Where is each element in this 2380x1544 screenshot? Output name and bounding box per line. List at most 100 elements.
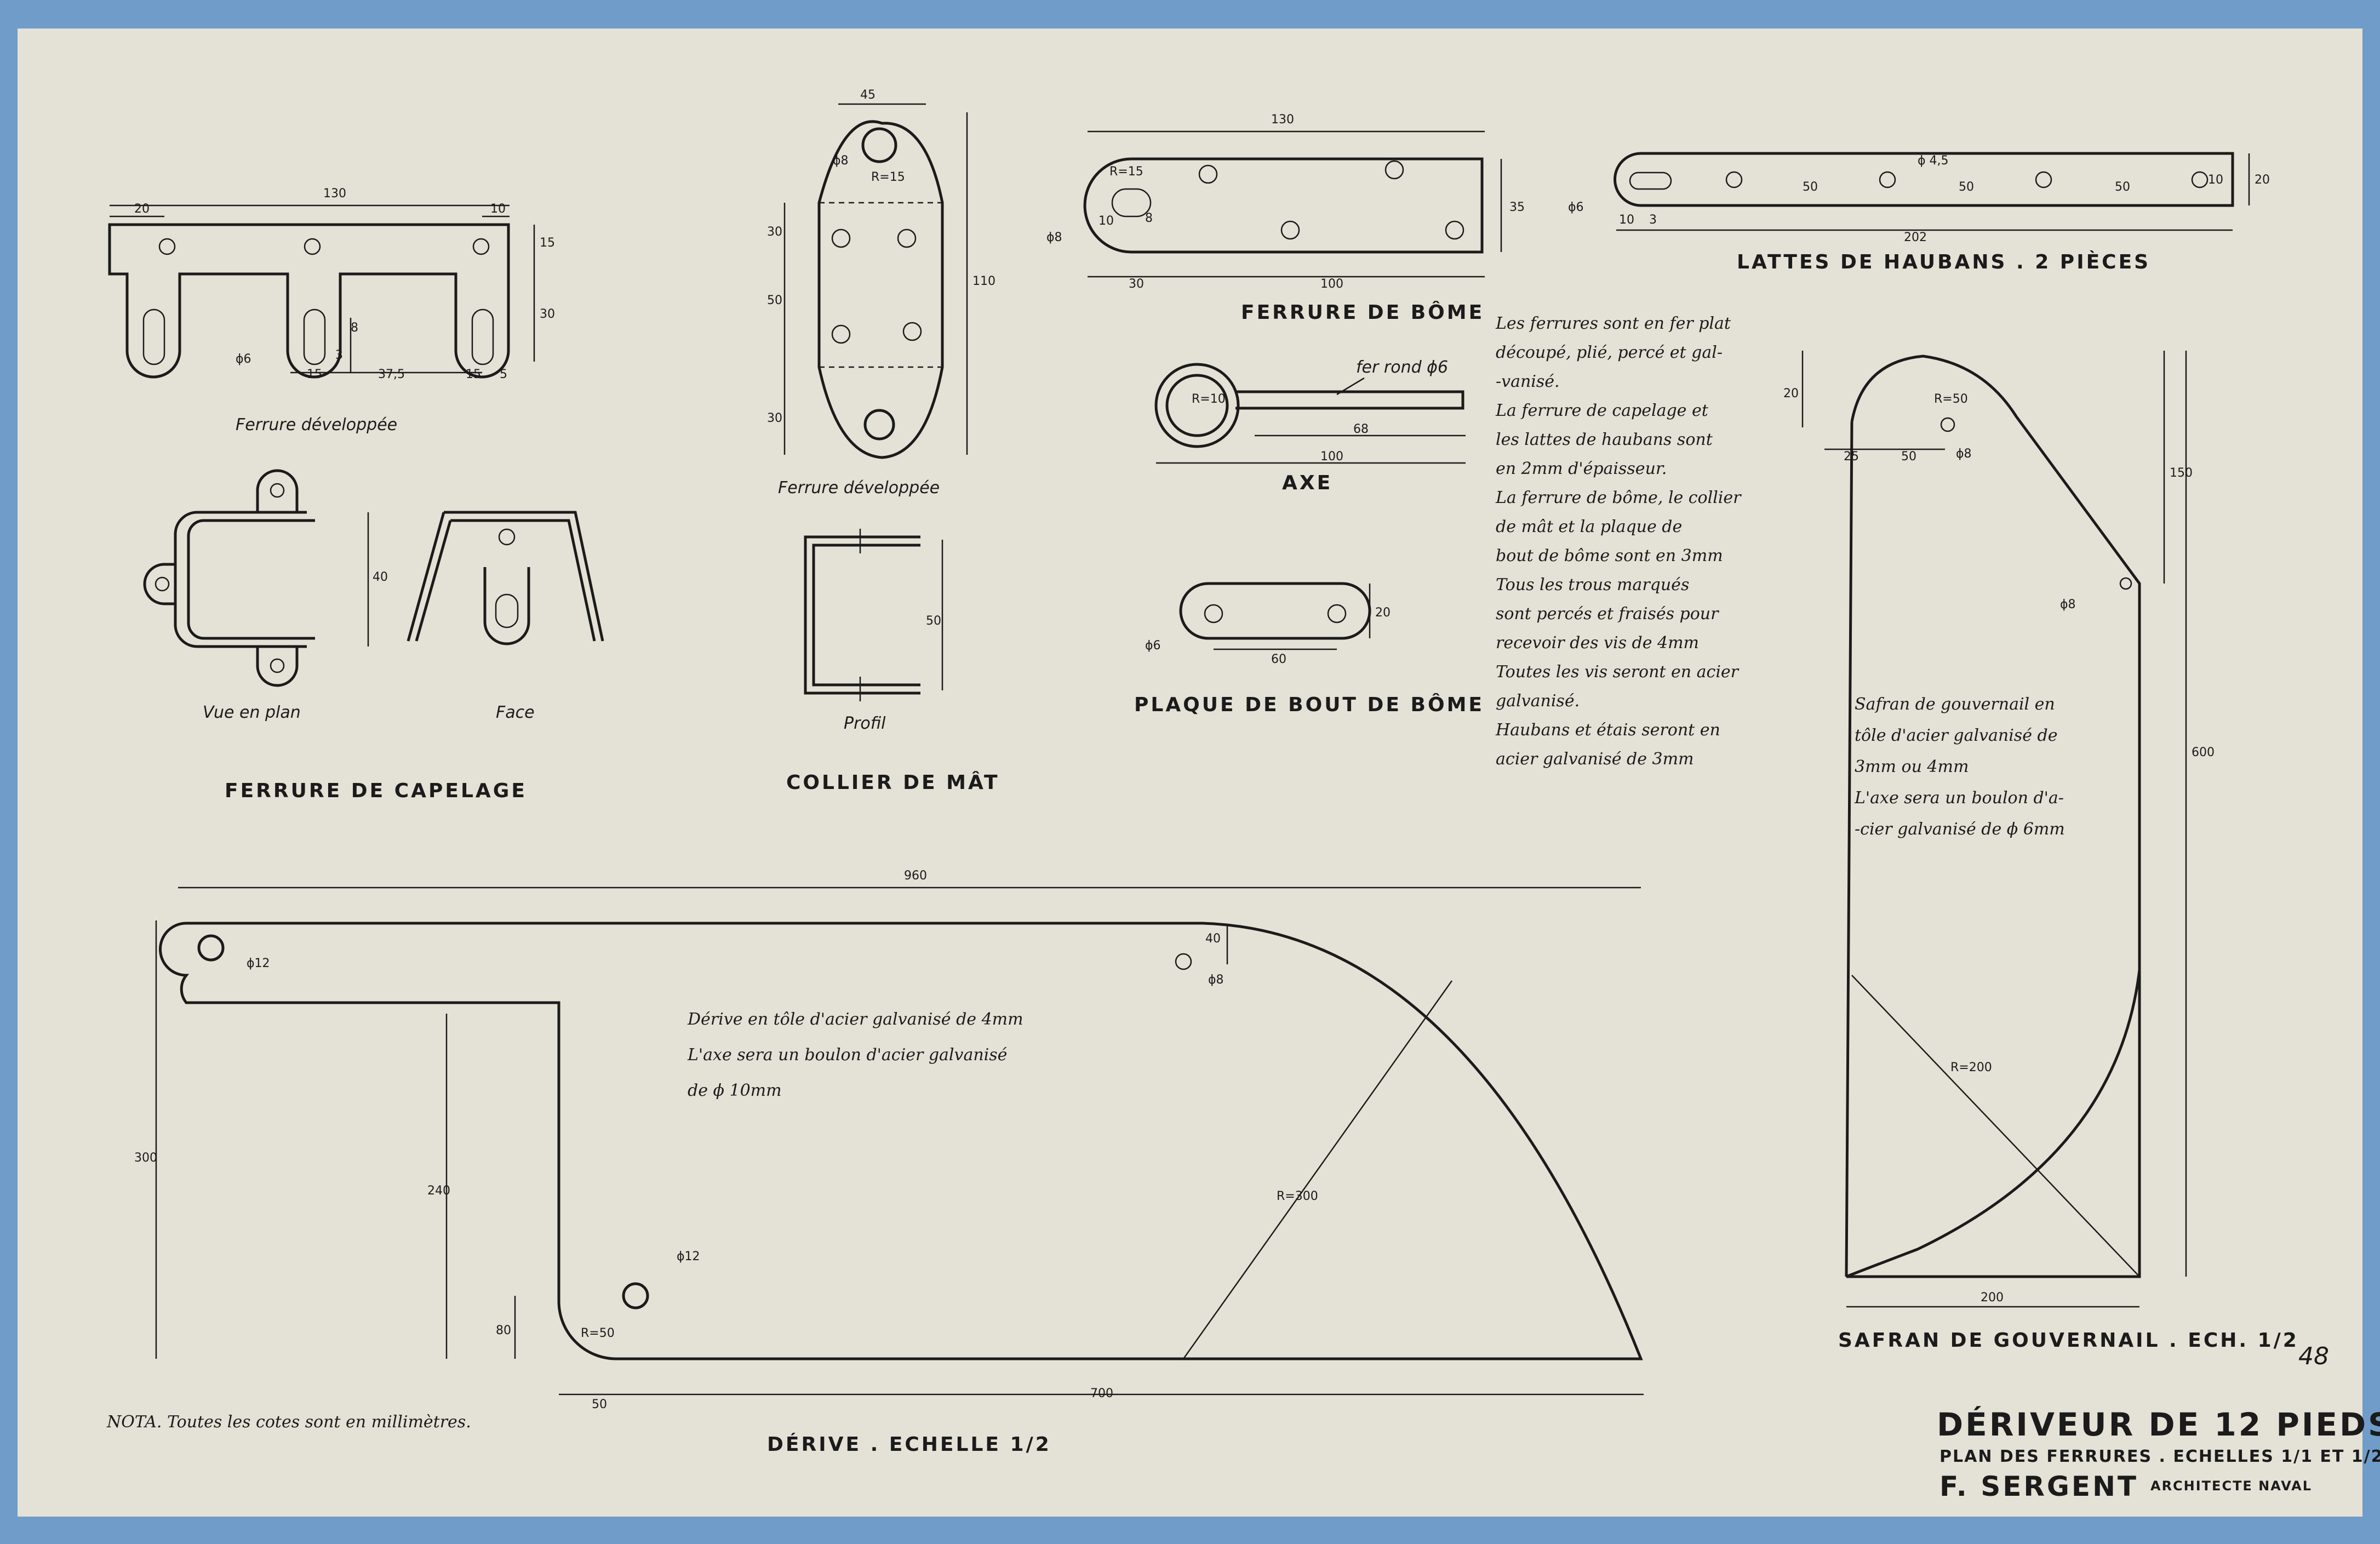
dim-r200: R=200 — [1950, 1061, 1992, 1074]
dim-20: 20 — [134, 202, 150, 216]
nota-units: NOTA. Toutes les cotes sont en millimètr… — [106, 1413, 471, 1432]
note-line: recevoir des vis de 4mm — [1496, 633, 1699, 653]
dim-50a: 50 — [1803, 180, 1818, 194]
dim-10: 10 — [490, 202, 506, 216]
dim-200: 200 — [1981, 1291, 2004, 1305]
dim-30a: 30 — [767, 225, 782, 239]
dim-68: 68 — [1353, 422, 1369, 436]
dim-phi12: ϕ12 — [247, 957, 270, 970]
dim-10: 10 — [1099, 214, 1114, 228]
notes-derive: Dérive en tôle d'acier galvanisé de 4mmL… — [687, 1010, 1023, 1100]
note-line: sont percés et fraisés pour — [1496, 604, 1719, 624]
note-line: en 2mm d'épaisseur. — [1496, 459, 1667, 478]
note-line: -vanisé. — [1496, 372, 1560, 391]
dim-30: 30 — [1129, 277, 1144, 291]
note-line: de mât et la plaque de — [1496, 517, 1682, 536]
dim-r15: R=15 — [871, 170, 905, 184]
dim-20: 20 — [1375, 606, 1391, 620]
dim-phi8: ϕ8 — [1046, 231, 1062, 244]
dim-phi6: ϕ6 — [1145, 639, 1161, 653]
dim-130: 130 — [1271, 113, 1294, 127]
notes-safran: Safran de gouvernail en tôle d'acier galv… — [1854, 695, 2065, 839]
dim-phi4-5: ϕ 4,5 — [1918, 154, 1949, 168]
dim-30: 30 — [767, 411, 782, 425]
dim-5: 5 — [500, 368, 507, 381]
note-line: L'axe sera un boulon d'a- — [1854, 788, 2064, 808]
note-line: Dérive en tôle d'acier galvanisé de 4mm — [687, 1010, 1023, 1029]
dim-50: 50 — [592, 1398, 607, 1411]
lattes-de-haubans: ϕ 4,5 ϕ6 10 3 50 50 50 10 20 202 — [1568, 152, 2270, 244]
dim-phi8: ϕ8 — [1208, 973, 1224, 987]
note-line: Safran de gouvernail en — [1855, 695, 2055, 714]
dim-50b: 50 — [1959, 180, 1974, 194]
dim-8: 8 — [1145, 211, 1153, 225]
title-author: F. SERGENT — [1940, 1471, 2138, 1502]
sheet-number: 48 — [2298, 1342, 2329, 1370]
dim-25: 25 — [1844, 450, 1859, 464]
dim-100: 100 — [1320, 450, 1343, 464]
dim-130: 130 — [323, 187, 346, 201]
dim-35: 35 — [1509, 201, 1525, 214]
dim-50: 50 — [1901, 450, 1916, 464]
note-line: La ferrure de capelage et — [1495, 401, 1709, 420]
dim-r50: R=50 — [1934, 392, 1968, 406]
dim-50: 50 — [926, 614, 941, 628]
note-line: tôle d'acier galvanisé de — [1855, 726, 2057, 745]
note-line: bout de bôme sont en 3mm — [1496, 546, 1723, 565]
dim-960: 960 — [904, 869, 927, 883]
label-ferrure-developpee-2: Ferrure développée — [778, 478, 940, 497]
title-sub: PLAN DES FERRURES . ECHELLES 1/1 ET 1/2 — [1940, 1447, 2380, 1466]
title-derive: DÉRIVE . ECHELLE 1/2 — [767, 1433, 1051, 1456]
derive: 960 ϕ12 40 ϕ8 300 240 R=300 ϕ12 R=50 80 … — [134, 869, 1644, 1411]
dim-phi8: ϕ8 — [833, 154, 849, 168]
dim-r50: R=50 — [581, 1326, 615, 1340]
ferrure-capelage-developpee: 130 20 10 15 30 ϕ6 15 37,5 15 5 3 8 Ferr… — [108, 187, 555, 434]
dim-10b: 10 — [2208, 173, 2223, 187]
dim-phi12b: ϕ12 — [677, 1250, 700, 1263]
dim-15c: 15 — [466, 368, 481, 381]
label-vue-en-plan: Vue en plan — [203, 703, 301, 722]
dim-phi6: ϕ6 — [236, 352, 251, 366]
dim-20: 20 — [2255, 173, 2270, 187]
dim-202: 202 — [1904, 231, 1927, 244]
dim-50: 50 — [767, 294, 782, 307]
label-ferrure-developpee: Ferrure développée — [236, 415, 397, 434]
dim-3: 3 — [1649, 213, 1657, 227]
dim-600: 600 — [2192, 746, 2215, 759]
dim-240: 240 — [427, 1184, 450, 1198]
dim-50c: 50 — [2115, 180, 2130, 194]
dim-30: 30 — [540, 307, 555, 321]
dim-110: 110 — [972, 275, 996, 288]
label-face: Face — [496, 703, 535, 722]
note-line: La ferrure de bôme, le collier — [1495, 488, 1742, 507]
dim-8: 8 — [351, 321, 358, 335]
dim-15: 15 — [540, 236, 555, 250]
note-line: 3mm ou 4mm — [1855, 757, 1969, 776]
collier-de-mat-developpee: 45 ϕ8 R=15 110 50 30 30 Ferrure développ… — [767, 88, 996, 497]
dim-700: 700 — [1090, 1387, 1113, 1400]
dim-100: 100 — [1320, 277, 1343, 291]
title-axe: AXE — [1282, 472, 1332, 494]
axe: R=10 68 100 fer rond ϕ6 — [1154, 358, 1466, 464]
label-profil: Profil — [844, 714, 886, 733]
title-plaque-bout-bome: PLAQUE DE BOUT DE BÔME — [1134, 693, 1484, 716]
title-ferrure-bome: FERRURE DE BÔME — [1241, 301, 1484, 324]
collier-de-mat-profil: 50 Profil — [804, 529, 943, 733]
title-lattes-haubans: LATTES DE HAUBANS . 2 PIÈCES — [1737, 250, 2150, 273]
safran-de-gouvernail: R=50 20 25 50 ϕ8 150 ϕ8 600 R=200 200 — [1783, 351, 2215, 1308]
dim-phi8b: ϕ8 — [2060, 598, 2076, 611]
plaque-de-bout-de-bome: ϕ6 20 60 — [1145, 582, 1391, 666]
title-safran: SAFRAN DE GOUVERNAIL . ECH. 1/2 — [1838, 1329, 2299, 1352]
dim-10: 10 — [1619, 213, 1634, 227]
title-role: ARCHITECTE NAVAL — [2150, 1478, 2312, 1494]
note-line: les lattes de haubans sont — [1496, 430, 1713, 449]
dim-r10: R=10 — [1192, 392, 1226, 406]
dim-phi6: ϕ6 — [1568, 201, 1584, 214]
dim-15b: 15 — [307, 368, 322, 381]
dim-37-5: 37,5 — [378, 368, 405, 381]
note-line: -cier galvanisé de ϕ 6mm — [1855, 820, 2065, 839]
ferrure-capelage-plan: 40 Vue en plan — [143, 469, 388, 722]
